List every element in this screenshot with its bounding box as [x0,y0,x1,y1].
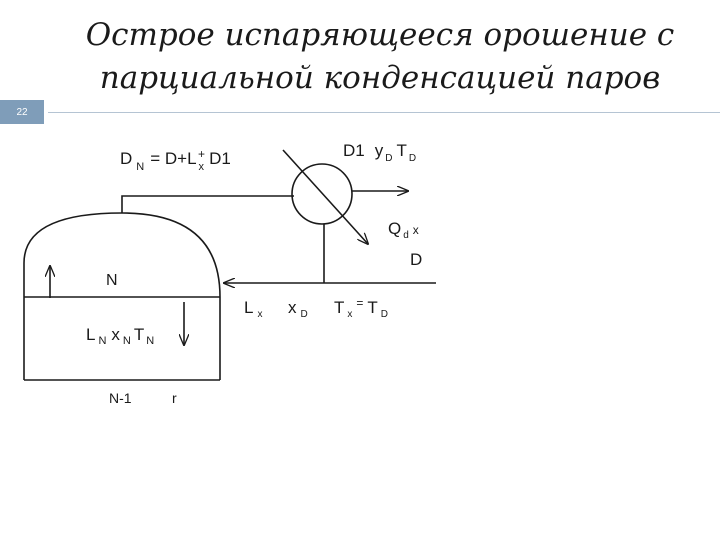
yd-subscript: D [385,153,392,164]
q-x: x [413,223,419,237]
dn-d: D [120,149,132,168]
title-divider [48,112,720,113]
ln-l: L [86,325,95,344]
tray-n-label: N [106,272,118,289]
condenser-heat-arrow [282,149,368,244]
xd-subscript: D [301,309,308,320]
slide-number-badge: 22 [0,100,44,124]
dn-d1: D1 [209,149,231,168]
yd-y: y [375,141,384,160]
r-label: r [172,390,177,406]
dn-equals: = D+L [150,149,196,168]
d1-text: D1 [343,141,365,160]
tx-t2: T [367,298,377,317]
slide-number: 22 [16,106,28,118]
ln-x-subscript: N [123,335,131,347]
tx-t: T [334,298,344,317]
lx-subscript: x [257,309,262,320]
slide-title-line-2: парциальной конденсацией паров [99,60,661,96]
column-dome [23,212,221,298]
tx-equals: = [356,296,363,310]
slide-title: Острое испаряющееся орошение с парциальн… [60,14,700,100]
tx-subscript: x [347,309,352,320]
tray-n-1-label: N-1 [109,390,132,406]
dn-x-subscript: x [199,161,205,173]
ln-x: x [111,325,120,344]
vapour-pipe [121,195,294,213]
ln-subscript: N [98,335,106,347]
td-subscript: D [409,153,416,164]
ln-t-subscript: N [146,335,154,347]
q-subscript: d [403,230,409,241]
tx-t2-subscript: D [381,309,388,320]
slide-title-line-1: Острое испаряющееся орошение с [85,17,675,53]
dn-plus: + [198,147,205,161]
xd-x: x [288,298,297,317]
dn-n-subscript: N [136,161,144,173]
distillate-label: D [410,250,422,269]
td-t: T [396,141,406,160]
lx-l: L [244,298,253,317]
partial-condenser [291,163,353,225]
q-text: Q [388,219,401,238]
ln-t: T [134,325,144,344]
